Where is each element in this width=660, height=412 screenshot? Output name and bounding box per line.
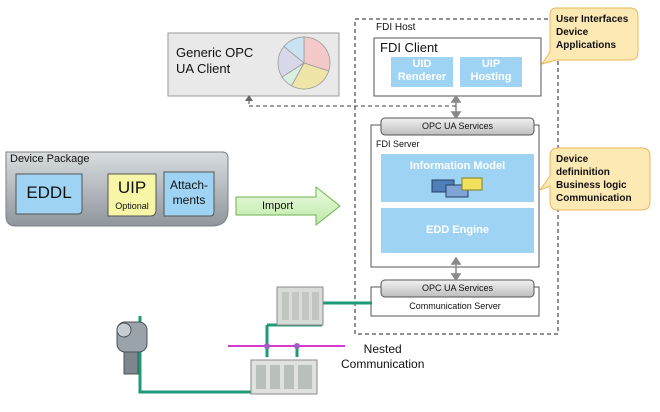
opc-ua-services-top-label: OPC UA Services: [421, 121, 494, 131]
information-model-label: Information Model: [409, 160, 506, 172]
field-transmitter-icon: [116, 321, 148, 375]
callout-device-definition: [538, 147, 651, 211]
generic-client-label: Generic OPC UA Client: [176, 45, 254, 76]
callout-mid-text: Device defininition Business logic Commu…: [556, 154, 632, 204]
pie-slice: [303, 36, 331, 72]
gateway-device-icon: [276, 286, 324, 326]
bus-node-2: [294, 343, 300, 349]
eddl-label: EDDL: [26, 183, 72, 202]
opc-ua-services-bottom-label: OPC UA Services: [421, 283, 494, 293]
fdi-host-title: FDI Host: [376, 22, 416, 33]
remote-io-device-icon: [250, 359, 318, 395]
uid-renderer-box: [391, 57, 453, 87]
opc-ua-services-top: [380, 117, 535, 136]
uip-label: UIP: [117, 178, 147, 197]
bus-node-1: [264, 343, 270, 349]
callout-top-text: User Interfaces Device Applications: [556, 14, 629, 51]
uid-renderer-label: UID Renderer: [397, 58, 447, 83]
import-label: Import: [262, 200, 294, 212]
uip-hosting-box: [460, 57, 522, 87]
communication-server-label: Communication Server: [409, 301, 501, 311]
generic-client-arrowhead: [245, 95, 253, 101]
attachments-box: [163, 171, 215, 217]
attachments-label: Attach- ments: [169, 178, 208, 207]
edd-engine-box: [381, 208, 534, 253]
import-arrow: [235, 185, 341, 227]
uip-hosting-label: UIP Hosting: [470, 58, 512, 83]
callout-user-interfaces: [540, 7, 639, 65]
uip-optional-label: Optional: [115, 201, 149, 211]
device-package-title: Device Package: [10, 153, 90, 165]
opc-ua-services-bottom: [380, 279, 535, 298]
edd-engine-label: EDD Engine: [426, 224, 489, 236]
client-server-arrow: [450, 94, 462, 120]
eddl-box: [15, 173, 83, 215]
generic-client-pie-icon: [277, 36, 331, 90]
generic-client-connection: [248, 100, 456, 107]
fdi-client-title: FDI Client: [380, 40, 438, 55]
server-comm-arrow: [450, 256, 462, 282]
information-model-icon: [431, 177, 483, 198]
uip-box: [107, 173, 157, 217]
fdi-server-title: FDI Server: [376, 139, 420, 149]
nested-communication-label: Nested Communication: [341, 342, 425, 371]
pie-slice: [283, 36, 305, 64]
